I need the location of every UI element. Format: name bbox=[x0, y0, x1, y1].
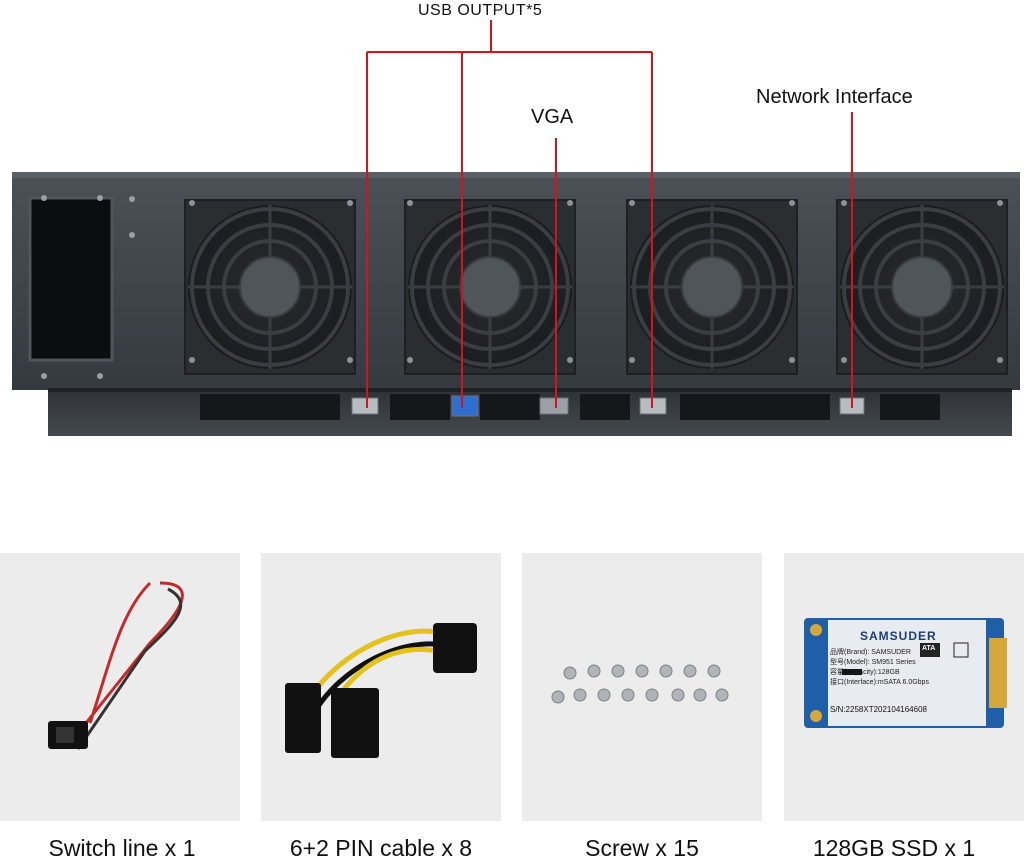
ssd-line-capacity: 容量(Capacity):128GB bbox=[830, 669, 900, 676]
ssd-line-interface: 接口(Interface):mSATA 6.0Gbps bbox=[830, 679, 929, 686]
caption-switch-line: Switch line x 1 bbox=[48, 835, 196, 861]
usb-port-2 bbox=[451, 395, 479, 417]
ssd-image bbox=[804, 618, 1007, 728]
ssd-serial: S/N:2258XT202104164608 bbox=[830, 705, 927, 714]
pin-cable-image bbox=[285, 623, 477, 758]
ssd-ata-badge: ATA bbox=[922, 645, 936, 652]
accessory-pin-cable-box bbox=[261, 553, 501, 821]
switch-line-image bbox=[48, 581, 184, 750]
caption-pin-cable: 6+2 PIN cable x 8 bbox=[289, 835, 473, 861]
vga-port bbox=[539, 397, 569, 415]
usb-output-label: USB OUTPUT*5 bbox=[418, 2, 543, 19]
mining-rig-case-illustration bbox=[12, 20, 1020, 436]
caption-screw: Screw x 15 bbox=[585, 835, 699, 861]
caption-ssd: 128GB SSD x 1 bbox=[812, 835, 976, 861]
ssd-line-brand: 品牌(Brand): SAMSUDER bbox=[830, 649, 911, 656]
accessory-ssd-box: SAMSUDER 品牌(Brand): SAMSUDER 型号(Model): … bbox=[784, 553, 1024, 821]
screws-image bbox=[551, 664, 729, 704]
ssd-brand: SAMSUDER bbox=[860, 629, 937, 643]
fan-3 bbox=[626, 199, 798, 375]
fan-4 bbox=[836, 199, 1008, 375]
fan-1 bbox=[184, 199, 356, 375]
network-interface-label: Network Interface bbox=[756, 86, 913, 108]
accessory-switch-line-box bbox=[0, 553, 240, 821]
ssd-line-model: 型号(Model): SM951 Series bbox=[830, 659, 916, 666]
usb-port-1 bbox=[351, 397, 379, 415]
callout-lines bbox=[366, 20, 853, 408]
accessory-screw-box bbox=[522, 553, 762, 821]
psu-opening bbox=[28, 196, 114, 362]
vga-label: VGA bbox=[531, 106, 574, 128]
fan-2 bbox=[404, 199, 576, 375]
